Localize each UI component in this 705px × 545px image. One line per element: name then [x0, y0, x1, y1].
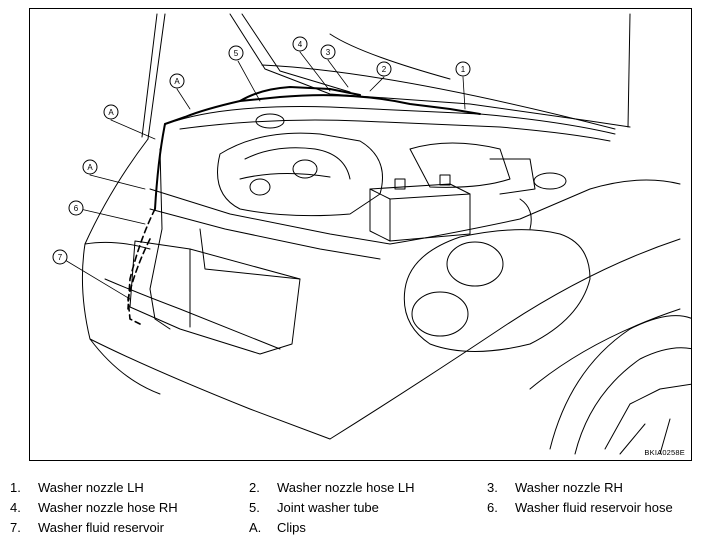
- battery: [369, 174, 471, 242]
- legend-label: Clips: [277, 520, 306, 535]
- legend-number: 2.: [249, 480, 260, 495]
- callout-a2-label: A: [108, 108, 114, 117]
- right-headlamp: [403, 229, 591, 352]
- legend-number: 6.: [487, 500, 498, 515]
- callout-7-label: 7: [58, 253, 63, 262]
- legend-label: Washer nozzle RH: [515, 480, 623, 495]
- hood-outline: [141, 13, 631, 140]
- callout-2-label: 2: [382, 65, 387, 74]
- legend-number: A.: [249, 520, 262, 535]
- callout-5-label: 5: [234, 49, 239, 58]
- washer-reservoir-outline: [149, 148, 171, 330]
- callout-a1-label: A: [174, 77, 180, 86]
- reservoir-hidden-lines: [127, 208, 156, 325]
- callout-1: 1: [455, 61, 471, 77]
- callout-4-label: 4: [298, 40, 303, 49]
- callout-1-label: 1: [461, 65, 466, 74]
- engine-bay-illustration: 1 2 3 4 5 A A A: [29, 8, 692, 461]
- figure-code: BKIA0258E: [644, 448, 685, 457]
- callout-5: 5: [228, 45, 244, 61]
- engine-cover: [217, 113, 383, 217]
- parts-legend: 1. Washer nozzle LH 2. Washer nozzle hos…: [0, 476, 705, 545]
- legend-number: 5.: [249, 500, 260, 515]
- engine-bay-drawing: 1 2 3 4 5 A A A: [52, 13, 691, 455]
- callout-4: 4: [292, 36, 308, 52]
- callout-leaders: [59, 51, 466, 300]
- right-wheel: [549, 315, 691, 455]
- legend-label: Joint washer tube: [277, 500, 379, 515]
- callout-6-label: 6: [74, 204, 79, 213]
- callout-clip-a-middle: A: [103, 104, 119, 120]
- front-grille: [129, 240, 301, 355]
- callout-3-label: 3: [326, 48, 331, 57]
- legend-number: 3.: [487, 480, 498, 495]
- legend-label: Washer nozzle hose LH: [277, 480, 415, 495]
- legend-number: 7.: [10, 520, 21, 535]
- legend-label: Washer nozzle LH: [38, 480, 144, 495]
- callout-clip-a-lower: A: [82, 159, 98, 175]
- radiator-support: [149, 188, 391, 280]
- washer-hose-route: [154, 86, 481, 210]
- cowl-panel: [174, 106, 616, 142]
- callout-6: 6: [68, 200, 84, 216]
- air-intake-box: [409, 142, 567, 230]
- callout-a3-label: A: [87, 163, 93, 172]
- right-fender: [329, 179, 681, 440]
- callout-2: 2: [376, 61, 392, 77]
- callout-3: 3: [320, 44, 336, 60]
- legend-label: Washer nozzle hose RH: [38, 500, 178, 515]
- callout-7: 7: [52, 249, 68, 265]
- legend-label: Washer fluid reservoir hose: [515, 500, 673, 515]
- legend-number: 1.: [10, 480, 21, 495]
- left-body-outline: [81, 138, 331, 440]
- legend-number: 4.: [10, 500, 21, 515]
- legend-label: Washer fluid reservoir: [38, 520, 164, 535]
- callout-clip-a-top: A: [169, 73, 185, 89]
